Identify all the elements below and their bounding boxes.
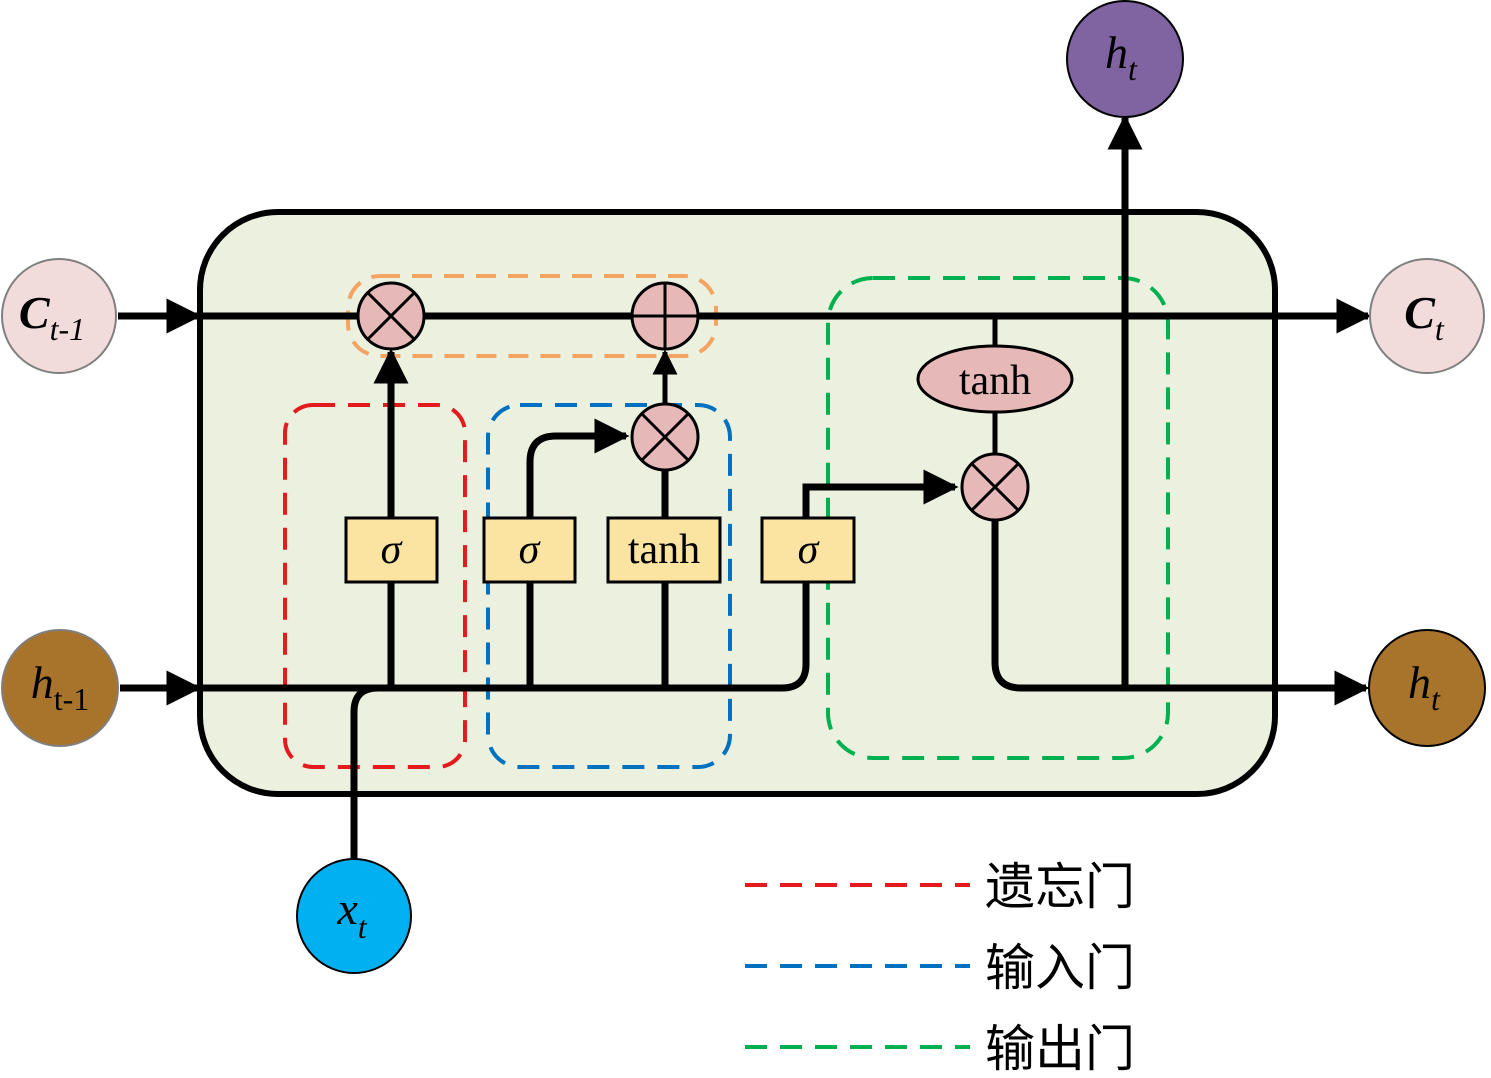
c-prev-sub: t-1 [50,311,86,347]
legend-output-label: 输出门 [985,1020,1135,1078]
c-t-node: Ct [1369,258,1485,374]
output-sigma-arrow [802,469,959,518]
input-tanh-label: tanh [628,527,700,573]
forget-sigma-label: σ [381,527,404,573]
svg-text:Ct: Ct [1404,287,1445,347]
h-t-top-circle [1066,0,1184,118]
input-sigma-arrow [526,418,630,518]
h-t-top-node: ht [1066,0,1184,118]
cell-tanh-label: tanh [959,358,1031,404]
input-sigma-label: σ [519,527,542,573]
x-input-line [350,684,379,862]
svg-text:Ct-1: Ct-1 [19,287,85,347]
h-t-right-node: ht [1368,629,1486,747]
h-t-top-base: h [1105,27,1128,78]
input-gate-region [486,403,732,769]
svg-text:xt: xt [336,883,367,945]
legend: 遗忘门 输入门 输出门 [745,858,1135,1078]
hidden-state-line [198,582,810,692]
c-t-circle [1369,258,1485,374]
h-prev-circle [1,629,119,747]
forget-multiply-operator [356,281,426,351]
output-sigma-label: σ [798,527,821,573]
x-t-sub: t [358,909,368,945]
c-t-base: C [1404,287,1436,338]
c-prev-base: C [19,287,51,338]
x-t-node: xt [296,858,412,974]
output-sigma-box [760,516,856,584]
svg-text:ht: ht [1105,27,1138,87]
legend-forget-label: 遗忘门 [985,858,1135,916]
input-multiply-operator [630,402,700,472]
h-prev-node: ht-1 [1,629,119,747]
input-tanh-box [606,516,722,584]
c-t-sub: t [1435,311,1445,347]
h-prev-base: h [31,657,54,708]
forget-gate-region [283,403,467,769]
h-t-right-circle [1368,629,1486,747]
h-t-top-sub: t [1128,51,1138,87]
cell-add-operator [630,281,700,351]
svg-text:ht-1: ht-1 [31,657,90,717]
legend-input-label: 输入门 [985,939,1135,997]
x-t-circle [296,858,412,974]
svg-text:ht: ht [1408,657,1441,717]
h-t-right-base: h [1408,657,1431,708]
h-prev-sub: t-1 [54,681,90,717]
output-multiply-operator [960,452,1030,522]
input-sigma-box [482,516,577,584]
h-t-right-sub: t [1431,681,1441,717]
output-mult-to-hidden [991,520,1300,692]
c-prev-circle [1,258,117,374]
c-prev-node: Ct-1 [1,258,117,374]
x-t-base: x [336,883,358,934]
cell-tanh-node [916,344,1074,414]
forget-sigma-box [344,516,439,584]
